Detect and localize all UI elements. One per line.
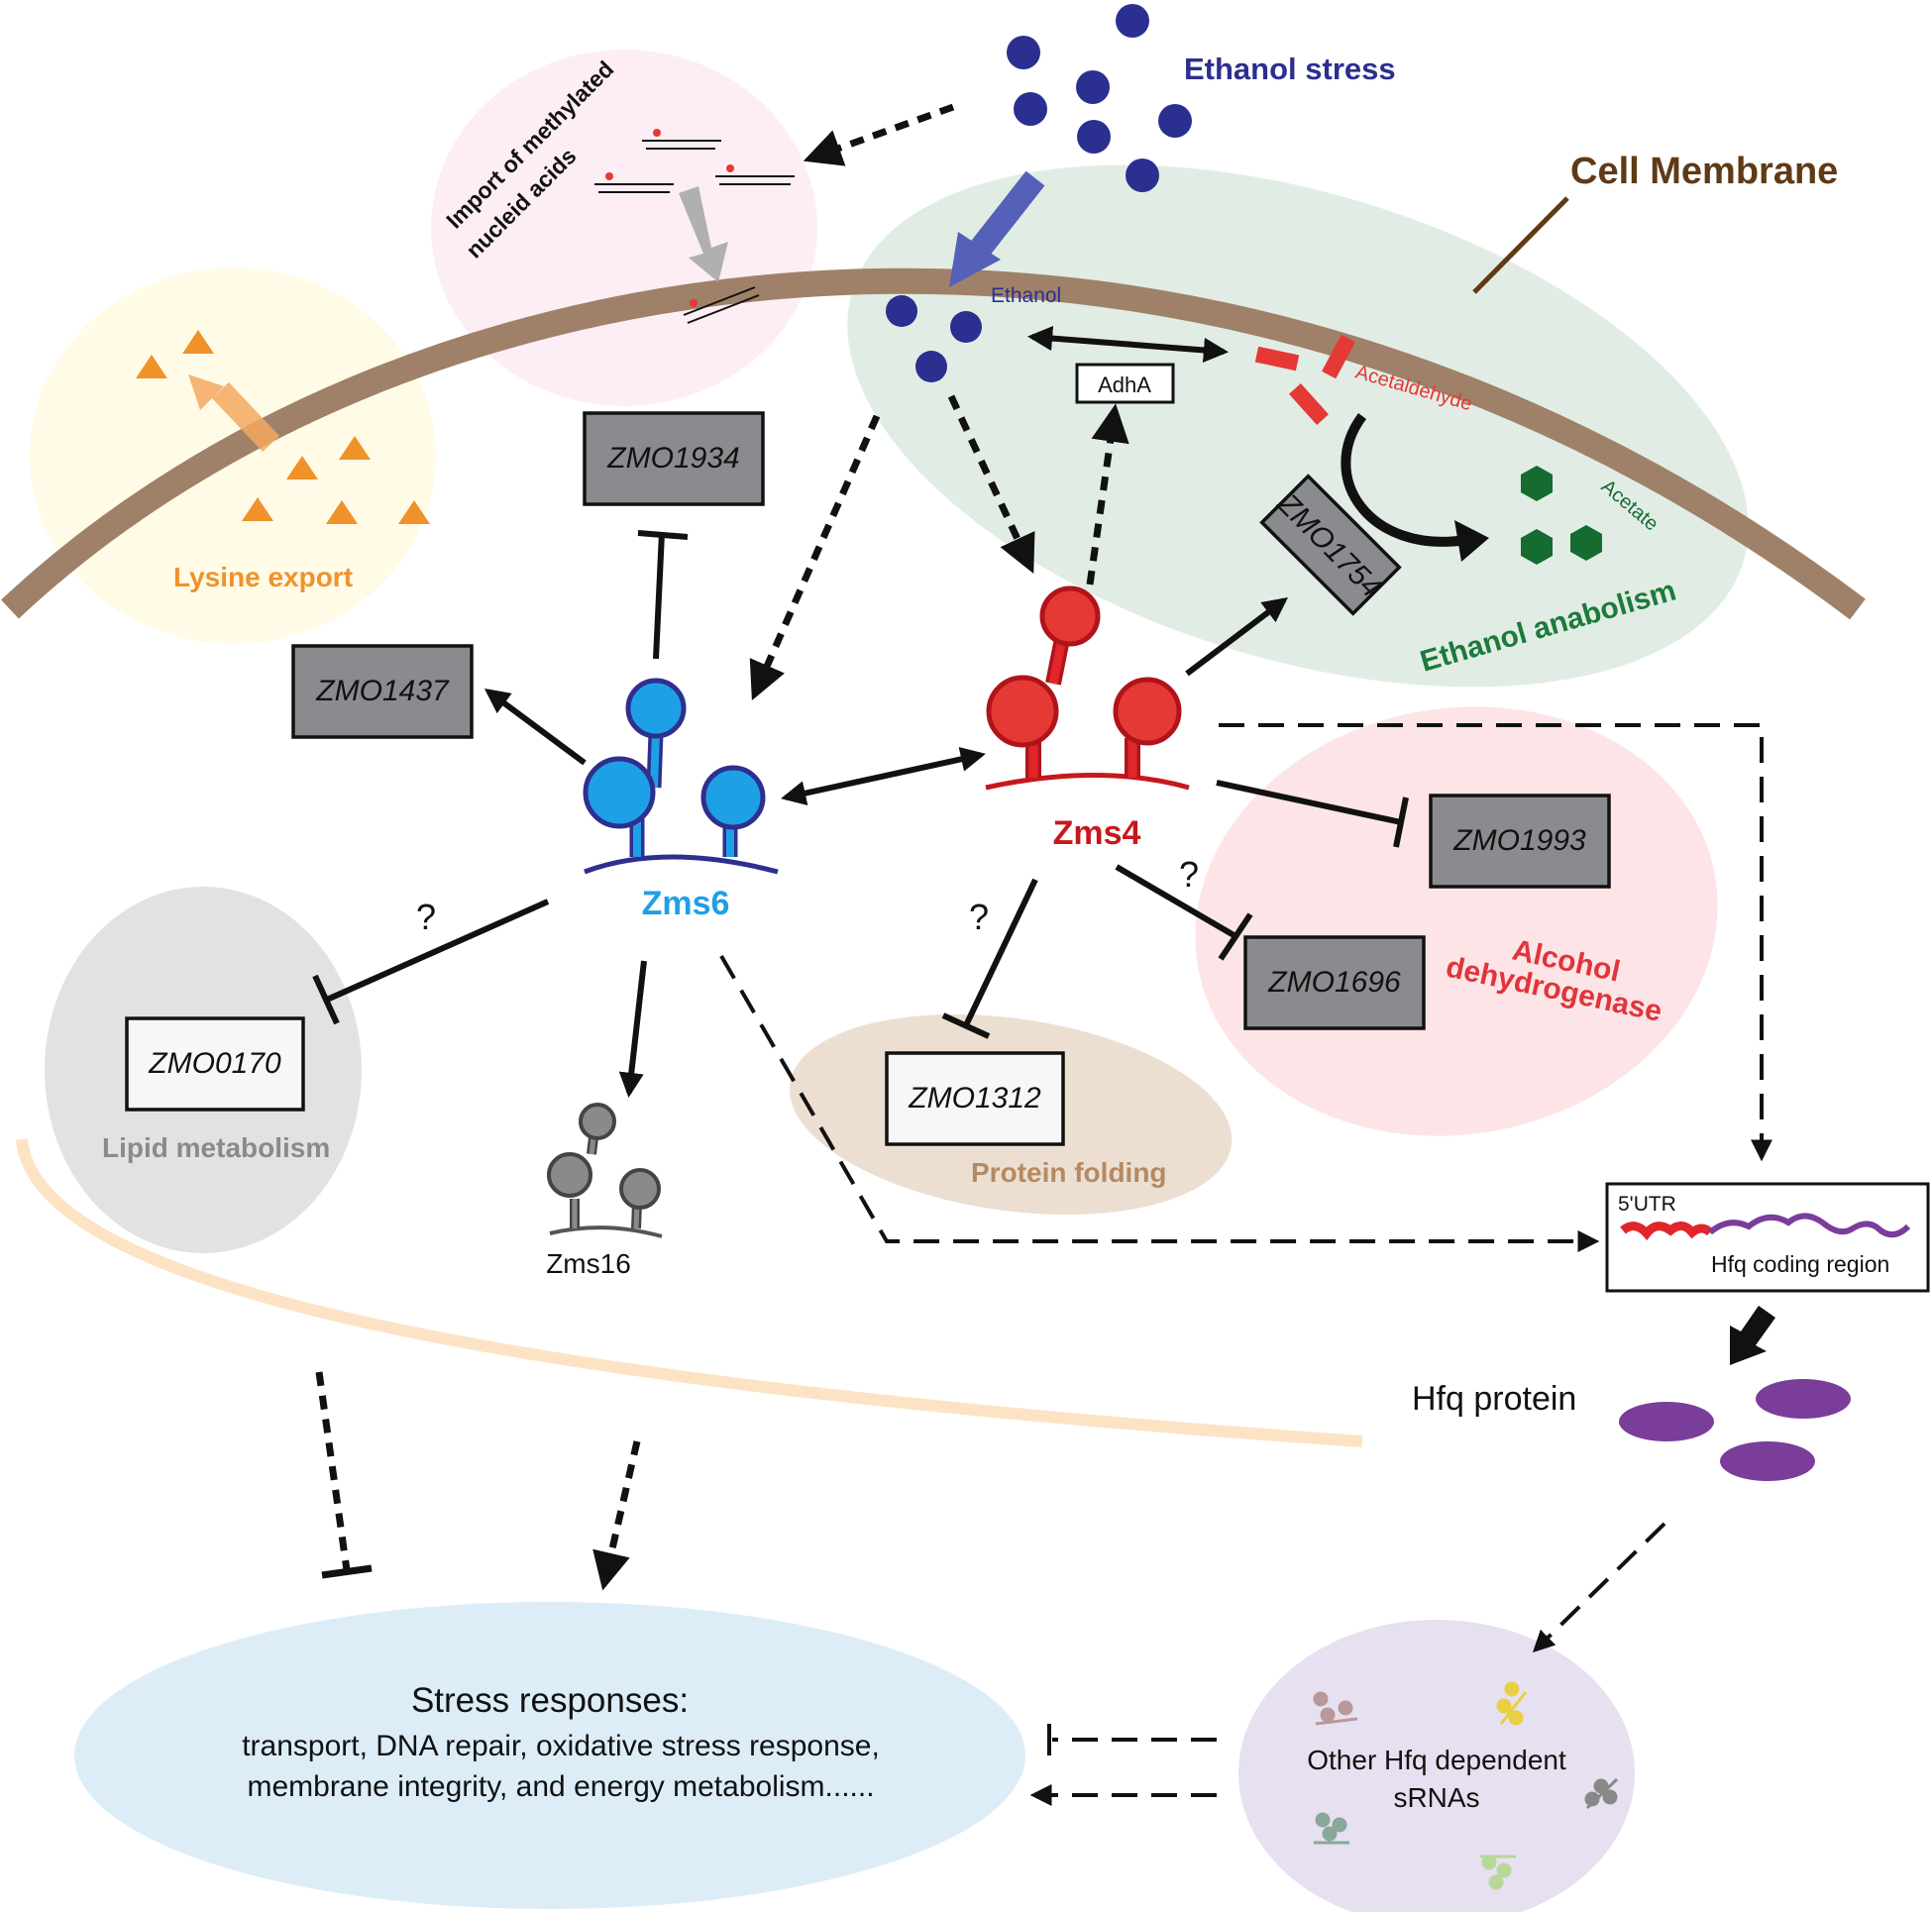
- acetate-molecules: [1521, 466, 1602, 565]
- utr-region: [1620, 1222, 1714, 1240]
- zms6-label: Zms6: [642, 885, 730, 922]
- stress-responses-title: Stress responses:: [411, 1681, 689, 1720]
- stress-to-import-arrow: [803, 103, 955, 166]
- zmo1934-box: [583, 411, 765, 506]
- lysine-export-label: Lysine export: [173, 562, 353, 592]
- zms6-inhibits-zmo0170-bar: [312, 974, 340, 1025]
- cell-membrane-pointer: [1472, 196, 1569, 294]
- inner-membrane-arc: [16, 1138, 1363, 1447]
- small-srna-icons: [1313, 1681, 1619, 1890]
- zms6-to-zms16-arrow: [618, 960, 647, 1099]
- zmo0170-box: [125, 1016, 305, 1112]
- acetaldehyde-molecules: [1254, 334, 1355, 425]
- import-gray-arrow: [679, 186, 728, 282]
- stress-responses-line2: membrane integrity, and energy metabolis…: [247, 1770, 874, 1803]
- question-zmo0170: ?: [416, 897, 436, 937]
- lipid-inhibits-stress: [315, 1371, 351, 1571]
- adha-box: [1075, 363, 1175, 404]
- protein-folding-label: Protein folding: [971, 1157, 1167, 1188]
- zmo1696-box: [1243, 935, 1426, 1030]
- zms4-inhibits-zmo1312-bar: [941, 1012, 991, 1039]
- zms6-inhibits-zmo1934-bar: [637, 530, 689, 540]
- hfq-coding-label: Hfq coding region: [1711, 1251, 1889, 1277]
- hfq-protein-molecules: [1619, 1379, 1851, 1481]
- zmo1312-box: [885, 1051, 1065, 1146]
- acetaldehyde-acetate-arrow: [1341, 413, 1467, 547]
- question-zmo1312: ?: [969, 897, 989, 937]
- zms6-to-stress-arrow: [592, 1440, 641, 1591]
- lipid-inhibits-stress-bar: [321, 1564, 373, 1579]
- methylated-dna-fragments: [594, 140, 795, 324]
- methyl-marks: [605, 129, 734, 307]
- zms4-inhibits-zmo1993-bar: [1393, 797, 1409, 848]
- hfq-mrna-box: [1605, 1182, 1930, 1293]
- zmo0170-label: ZMO0170: [148, 1047, 281, 1080]
- zms16-label: Zms16: [546, 1248, 631, 1279]
- cell-membrane-arc: [1, 267, 1866, 620]
- cell-membrane-label: Cell Membrane: [1570, 151, 1838, 192]
- ethanol-stress-molecules: [1007, 4, 1192, 192]
- other-srna-region: [1238, 1620, 1635, 1912]
- zms4-inhibits-zmo1312: [963, 878, 1038, 1027]
- ethanol-label: Ethanol: [991, 284, 1061, 307]
- stress-responses-line1: transport, DNA repair, oxidative stress …: [242, 1730, 880, 1762]
- zms4-inhibits-zmo1696: [1115, 864, 1237, 939]
- zms4-inhibits-zmo1993: [1216, 780, 1402, 825]
- zmo1934-label: ZMO1934: [606, 442, 739, 475]
- lysine-molecules: [136, 330, 430, 524]
- zmo1312-label: ZMO1312: [908, 1082, 1041, 1115]
- zmo1993-box: [1429, 794, 1611, 889]
- adha-label: AdhA: [1098, 372, 1151, 397]
- acetaldehyde-acetate-arrow-head: [1454, 520, 1489, 562]
- zms4-inhibits-zmo1696-bar: [1218, 912, 1253, 961]
- zmo1437-label: ZMO1437: [315, 675, 450, 707]
- zmo1437-box: [291, 644, 474, 739]
- ethanol-acetaldehyde-arrow: [1026, 326, 1230, 363]
- zms4-label: Zms4: [1053, 814, 1141, 852]
- ethanol-to-zms4-arrow: [947, 394, 1035, 574]
- hfq-to-other-srna-arrow: [1532, 1522, 1666, 1653]
- question-zmo1696: ?: [1179, 854, 1199, 895]
- zms6-zms4-interaction: [781, 746, 986, 806]
- zms6-inhibits-zmo1934: [653, 532, 665, 660]
- stress-responses-region: [74, 1602, 1025, 1909]
- other-srna-label-1: Other Hfq dependent: [1307, 1745, 1566, 1775]
- lipid-metabolism-label: Lipid metabolism: [102, 1132, 330, 1163]
- other-srna-label-2: sRNAs: [1393, 1782, 1479, 1813]
- translation-arrow: [1730, 1306, 1775, 1365]
- hfq-coding-region: [1708, 1213, 1911, 1238]
- alcohol-dehydrogenase-region: [1195, 706, 1718, 1136]
- utr-label: 5'UTR: [1618, 1193, 1676, 1216]
- ethanol-entry-arrow-head: [949, 232, 1001, 287]
- zms4-to-adha-arrow: [1086, 403, 1129, 585]
- zms6-srna: [583, 678, 779, 875]
- zms4-to-hfq-mrna-arrow: [1219, 723, 1772, 1162]
- lysine-export-arrow: [188, 374, 279, 452]
- zms4-srna: [985, 585, 1190, 791]
- hfq-protein-label: Hfq protein: [1412, 1380, 1576, 1418]
- ethanol-entry-arrow-shaft: [971, 170, 1045, 256]
- zms6-to-hfq-mrna-arrow: [719, 954, 1600, 1252]
- ethanol-to-zms6-arrow: [749, 414, 881, 701]
- ethanol-stress-label: Ethanol stress: [1184, 52, 1396, 86]
- zmo1696-label: ZMO1696: [1267, 966, 1401, 999]
- zms16-srna: [547, 1103, 663, 1238]
- ethanol-molecules: [886, 295, 982, 382]
- zmo1993-label: ZMO1993: [1452, 824, 1586, 857]
- zms6-to-zmo1437-arrow: [483, 688, 587, 766]
- zms6-inhibits-zmo0170: [325, 899, 550, 1003]
- zms4-to-zmo1754-arrow: [1185, 596, 1289, 677]
